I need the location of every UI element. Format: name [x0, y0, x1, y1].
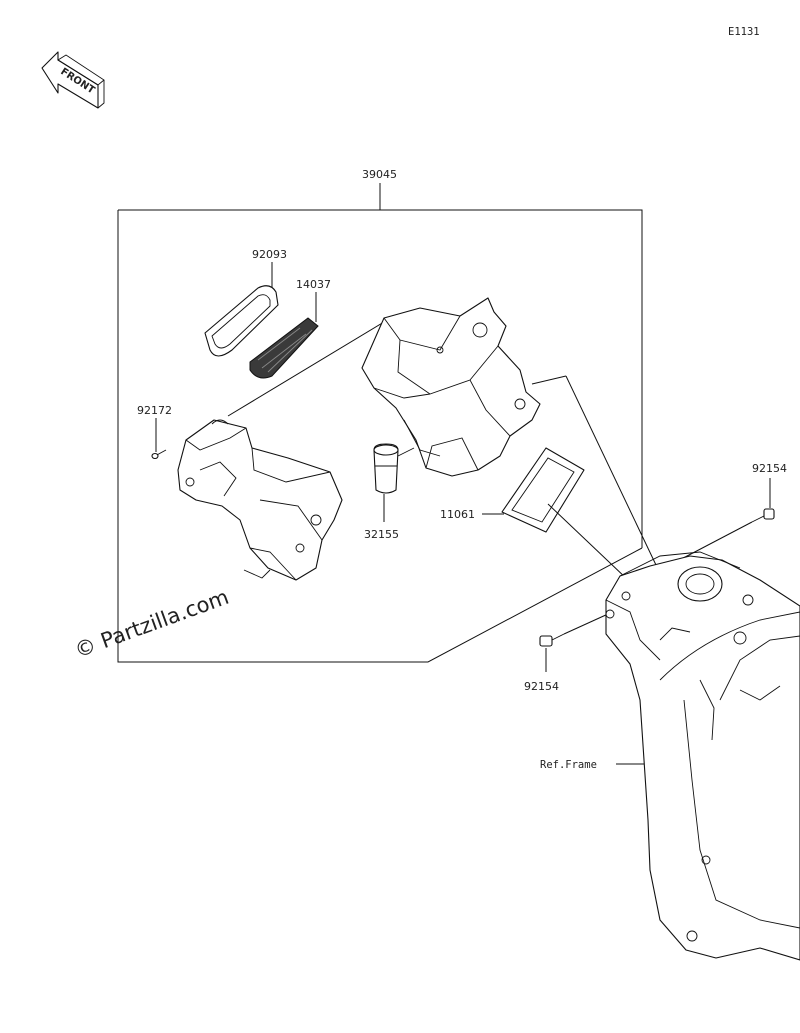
callout-39045: 39045: [362, 168, 397, 181]
callout-92154-right: 92154: [752, 462, 787, 475]
front-arrow-icon: FRONT: [41, 51, 105, 109]
gasket-11061-part: [501, 447, 585, 533]
callout-ref-frame: Ref.Frame: [540, 759, 597, 771]
callout-32155: 32155: [364, 528, 399, 541]
mesh-part: [249, 317, 319, 379]
bolt-92154-lower-part: [539, 633, 565, 647]
lower-air-duct-part: [177, 419, 343, 581]
callout-14037: 14037: [296, 278, 331, 291]
bolt-92154-right-part: [751, 508, 775, 523]
callout-92093: 92093: [252, 248, 287, 261]
upper-air-duct-part: [361, 297, 541, 477]
cap-32155-part: [373, 443, 415, 494]
watermark: © Partzilla.com: [72, 585, 232, 663]
assembly-bracket: [117, 183, 643, 663]
bolt-92172-part: [151, 449, 167, 460]
callout-11061: 11061: [440, 508, 475, 521]
diagram-code: E1131: [728, 26, 760, 38]
callout-92154-lower: 92154: [524, 680, 559, 693]
callout-92172: 92172: [137, 404, 172, 417]
frame-part: [605, 551, 800, 961]
element-cover-part: [204, 285, 279, 357]
